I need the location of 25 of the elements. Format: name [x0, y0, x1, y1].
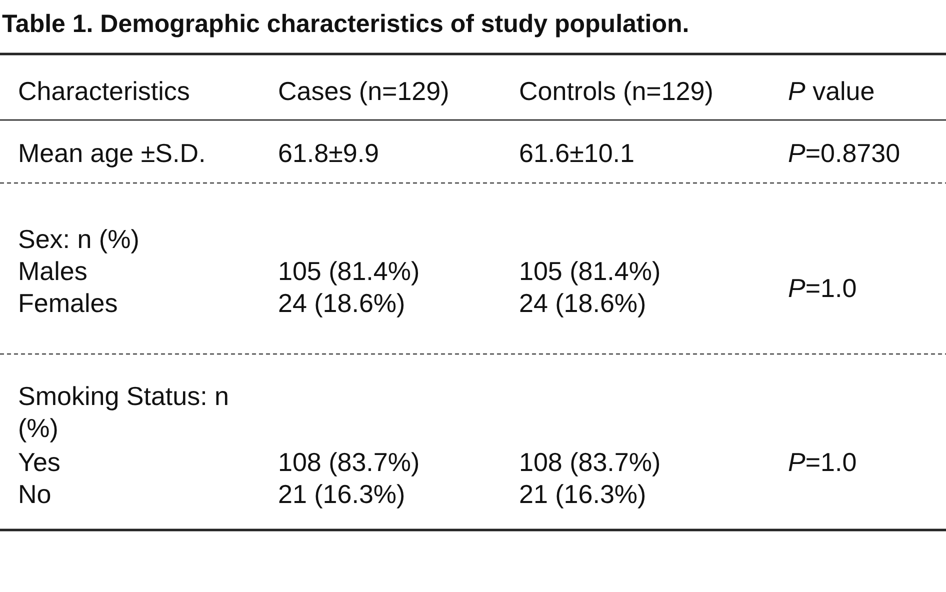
table-cell: 108 (83.7%) [519, 446, 661, 478]
table-cell: Males [18, 255, 88, 287]
table-cell: Mean age ±S.D. [18, 137, 206, 169]
table-cell: Females [18, 287, 118, 319]
table-cell: Yes [18, 446, 60, 478]
table-cell: 24 (18.6%) [519, 287, 646, 319]
column-header: Controls (n=129) [519, 75, 714, 107]
table-cell: P=1.0 [788, 446, 857, 478]
table-cell: P=1.0 [788, 272, 857, 304]
table-cell: Sex: n (%) [18, 223, 140, 255]
table-cell: 61.6±10.1 [519, 137, 634, 169]
table-cell: 108 (83.7%) [278, 446, 420, 478]
column-header: Characteristics [18, 75, 190, 107]
table-cell: No [18, 478, 52, 510]
table-cell: 61.8±9.9 [278, 137, 380, 169]
table-cell: 21 (16.3%) [519, 478, 646, 510]
column-header: P value [788, 75, 875, 107]
column-header: Cases (n=129) [278, 75, 450, 107]
table-cell: 24 (18.6%) [278, 287, 406, 319]
table-cell: 105 (81.4%) [519, 255, 661, 287]
table-cell: P=0.8730 [788, 137, 900, 169]
table-cell: 21 (16.3%) [278, 478, 406, 510]
table-title: Table 1. Demographic characteristics of study population. [2, 10, 690, 39]
table-cell: 105 (81.4%) [278, 255, 420, 287]
table-cell-text: Smoking Status: n (%) [18, 380, 230, 444]
